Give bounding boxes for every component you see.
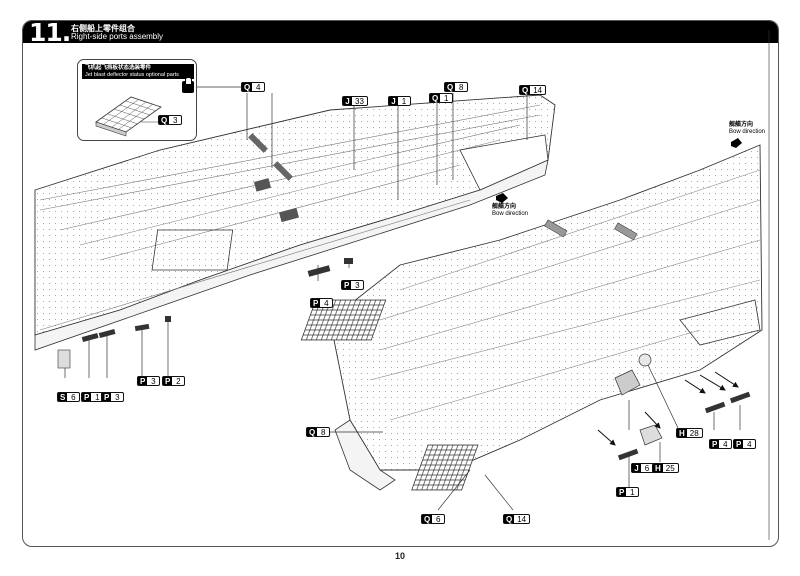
part-number: 14	[517, 515, 527, 524]
part-number: 6	[436, 515, 441, 524]
insertion-arrows	[597, 371, 739, 446]
part-sprue-letter: P	[138, 377, 148, 386]
part-sprue-letter: Q	[445, 83, 456, 92]
part-sprue-letter: H	[653, 464, 663, 473]
part-number: 1	[401, 97, 407, 106]
part-number: 4	[324, 299, 329, 308]
part-sprue-letter: Q	[422, 515, 433, 524]
step-title-english: Right-side ports assembly	[71, 32, 164, 41]
part-number: 6	[71, 393, 76, 402]
part-sprue-letter: Q	[307, 428, 318, 437]
part-tag-inset-q3: Q 3	[158, 115, 183, 125]
part-number: 8	[321, 428, 326, 437]
step-header: 11. 右侧船上零件组合 Right-side ports assembly	[23, 21, 778, 47]
part-sprue-letter: J	[389, 97, 398, 106]
part-sprue-letter: J	[343, 97, 352, 106]
part-number: 1	[444, 94, 449, 103]
bow-direction-arrow-1	[496, 193, 508, 203]
step-number: 11.	[29, 20, 71, 47]
upper-deck-section	[34, 94, 556, 351]
part-number: 33	[355, 97, 364, 106]
optional-parts-inset: 飞机起飞挡板状态选装零件 Jet blast deflector status …	[77, 59, 197, 141]
part-sprue-letter: P	[82, 393, 92, 402]
part-number: 28	[689, 429, 699, 438]
part-number: 3	[115, 393, 120, 402]
leader-lines	[64, 86, 741, 511]
part-number: 4	[256, 83, 261, 92]
part-sprue-letter: J	[632, 464, 641, 473]
part-sprue-letter: Q	[430, 94, 441, 103]
part-sprue-letter: Q	[520, 86, 531, 95]
part-sprue-letter: P	[342, 281, 352, 290]
bow-direction-arrow-2	[731, 138, 742, 148]
lower-deck-section	[300, 144, 763, 491]
part-number: 14	[533, 86, 543, 95]
part-sprue-letter: S	[58, 393, 68, 402]
part-sprue-letter: Q	[242, 83, 253, 92]
deck-parts	[57, 258, 751, 461]
part-number: 1	[630, 488, 635, 497]
footer-divider	[30, 540, 770, 541]
part-sprue-letter: P	[311, 299, 321, 308]
bow-direction-label: 舰艏方向 Bow direction	[729, 122, 766, 135]
part-number: 25	[665, 464, 675, 473]
part-number: 6	[644, 464, 650, 473]
part-sprue-letter: P	[710, 440, 720, 449]
part-number: 1	[95, 393, 100, 402]
part-sprue-letter: Q	[504, 515, 515, 524]
jet-blast-deflector-part	[95, 96, 164, 137]
bow-direction-label: 舰艏方向 Bow direction	[492, 204, 529, 217]
part-number: 4	[747, 440, 752, 449]
part-number: 4	[723, 440, 728, 449]
lock-icon	[182, 77, 194, 93]
part-sprue-letter: P	[163, 377, 173, 386]
part-number: 3	[173, 116, 178, 125]
part-sprue-letter: Q	[159, 116, 170, 125]
part-number: 2	[176, 377, 181, 386]
page-number: 10	[394, 551, 405, 561]
part-sprue-letter: P	[617, 488, 627, 497]
part-number: 3	[151, 377, 156, 386]
part-sprue-letter: P	[102, 393, 112, 402]
step-title-chinese: 右侧船上零件组合	[71, 24, 135, 33]
part-sprue-letter: H	[677, 429, 687, 438]
inset-title: 飞机起飞挡板状态选装零件 Jet blast deflector status …	[82, 64, 194, 79]
part-number: 8	[459, 83, 464, 92]
part-sprue-letter: P	[734, 440, 744, 449]
part-number: 3	[355, 281, 360, 290]
